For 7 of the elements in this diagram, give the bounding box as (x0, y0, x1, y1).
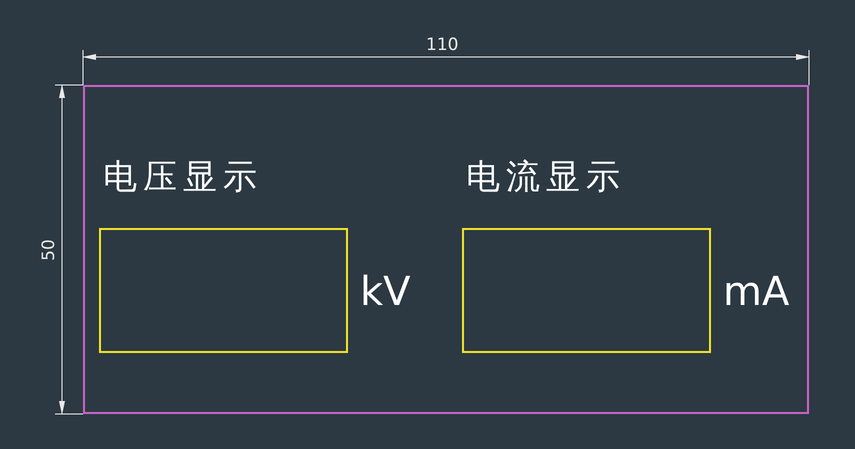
unit-label: mA (723, 270, 790, 314)
dimension-label: 50 (38, 238, 59, 260)
unit-label: kV (360, 270, 411, 314)
dimension-label: 110 (426, 35, 458, 55)
display-heading: 电压显示 (103, 157, 263, 197)
panel-outline (83, 85, 809, 414)
display-heading: 电流显示 (466, 157, 626, 197)
